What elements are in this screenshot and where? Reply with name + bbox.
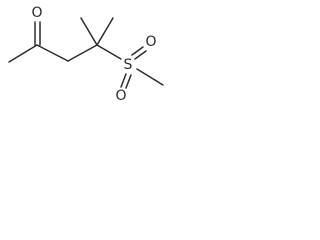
bond-quaternary-carbon-to-methyl-left [80,17,98,46]
carbonyl-double-bond [34,21,41,46]
bond-quaternary-carbon-to-sulfur [96,44,122,60]
sulfur-label: S [124,57,133,73]
bond-ch3-to-carbonyl-carbon [8,44,38,63]
structure-canvas: O S O O [0,0,180,112]
sulfonyl-double-bond-bottom [120,73,132,89]
bond-sulfur-to-methyl [136,68,164,86]
sulfonyl-oxygen-bottom-label: O [115,88,126,104]
carbonyl-oxygen-label: O [31,5,42,21]
carbon-skeleton [8,17,164,86]
bond-carbonyl-carbon-to-ch2 [36,44,69,62]
bond-ch2-to-quaternary-carbon [67,44,98,62]
bond-quaternary-carbon-to-methyl-right [96,17,114,46]
sulfonyl-double-bond-top [131,46,147,60]
structural-formula: O S O O [8,5,164,104]
sulfonyl-oxygen-top-label: O [145,34,156,50]
